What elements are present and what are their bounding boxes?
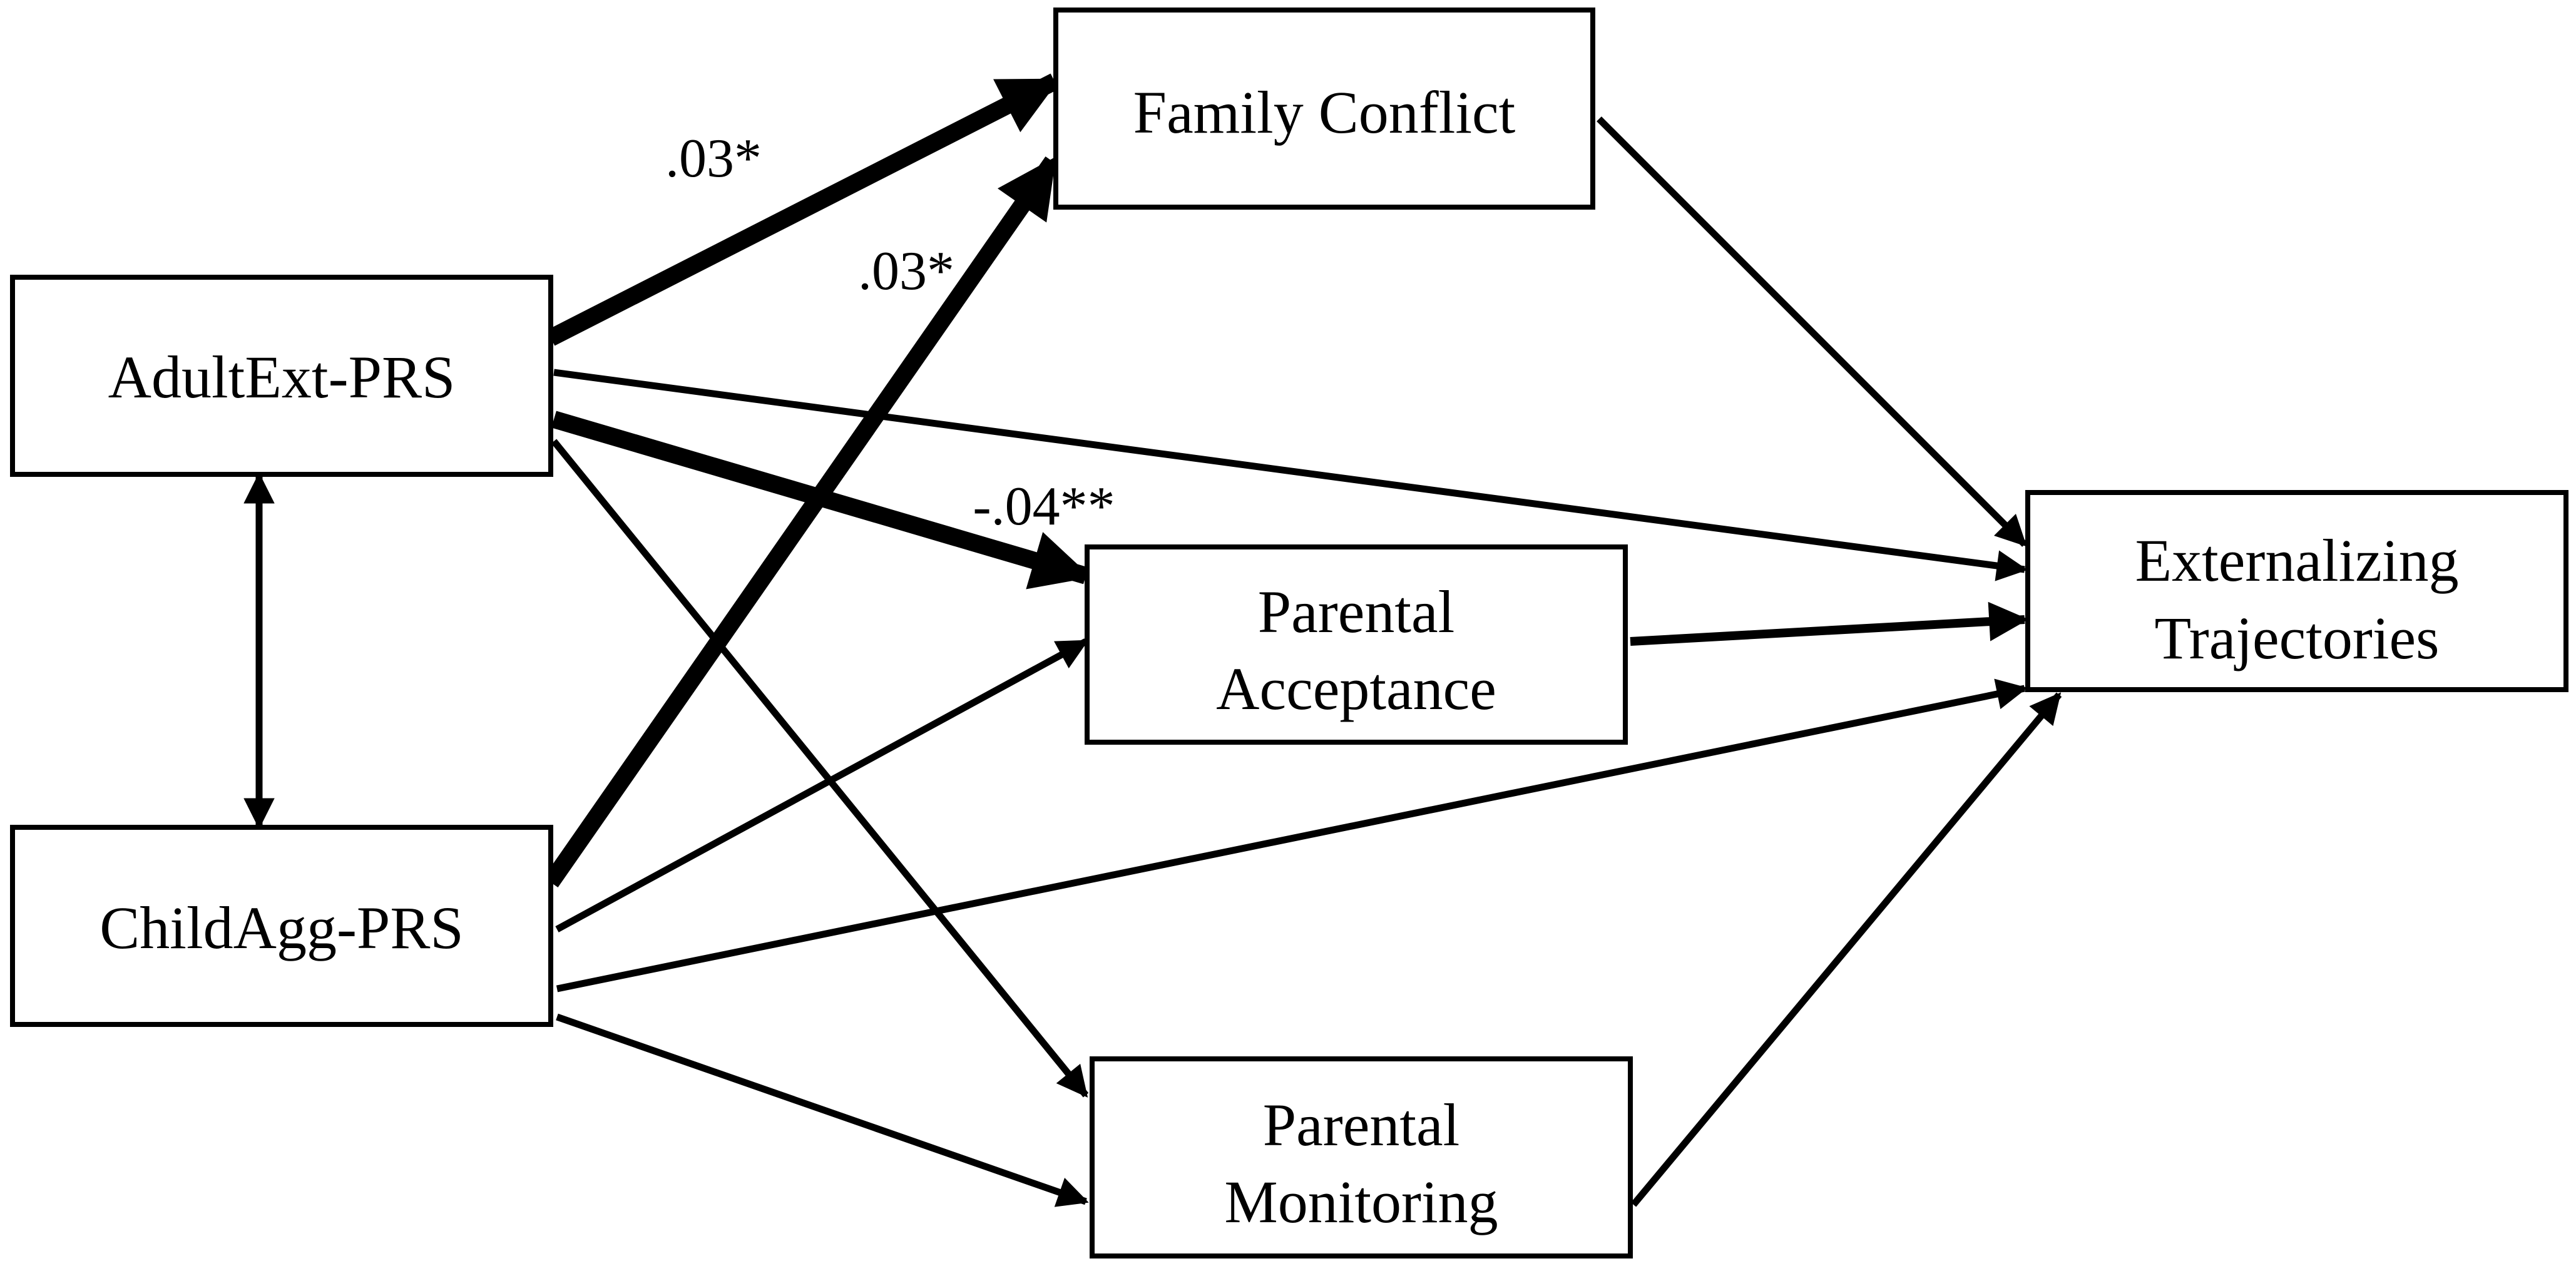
node-parental-monitoring: Parental Monitoring bbox=[1090, 1056, 1633, 1258]
node-child-agg-prs: ChildAgg-PRS bbox=[10, 825, 553, 1027]
node-label-line-1: Parental bbox=[1263, 1091, 1460, 1158]
node-label: ChildAgg-PRS bbox=[100, 894, 463, 961]
node-externalizing-trajectories: Externalizing Trajectories bbox=[2025, 490, 2568, 692]
path-child-to-family-conflict bbox=[543, 156, 1060, 887]
path-adult-to-parental-acceptance bbox=[551, 411, 1092, 590]
node-family-conflict: Family Conflict bbox=[1053, 8, 1595, 210]
node-label: AdultExt-PRS bbox=[108, 344, 456, 411]
node-label: Family Conflict bbox=[1133, 79, 1516, 146]
node-box bbox=[2025, 490, 2568, 692]
path-adult-to-family-conflict bbox=[546, 73, 1060, 346]
node-parental-acceptance: Parental Acceptance bbox=[1085, 544, 1628, 745]
path-parental-acceptance-to-externalizing bbox=[1630, 601, 2029, 646]
node-label-line-1: Parental bbox=[1258, 578, 1455, 645]
coef-adult-to-family-conflict: .03* bbox=[665, 128, 762, 189]
path-adult-to-parental-monitoring bbox=[551, 439, 1089, 1098]
paths bbox=[243, 73, 2062, 1207]
coef-adult-to-parental-acceptance: -.04** bbox=[973, 476, 1115, 537]
node-box bbox=[10, 825, 553, 1027]
node-label-line-2: Acceptance bbox=[1216, 655, 1496, 722]
path-child-to-parental-monitoring bbox=[556, 1013, 1089, 1207]
node-box bbox=[10, 275, 553, 477]
path-family-conflict-to-externalizing bbox=[1597, 116, 2027, 547]
node-box bbox=[1085, 544, 1628, 745]
node-label-line-2: Trajectories bbox=[2154, 605, 2439, 671]
path-child-to-parental-acceptance bbox=[555, 638, 1089, 932]
node-adult-ext-prs: AdultExt-PRS bbox=[10, 275, 553, 477]
path-adult-to-externalizing bbox=[553, 369, 2028, 581]
path-child-to-externalizing bbox=[556, 678, 2028, 993]
node-box bbox=[1090, 1056, 1633, 1258]
node-box bbox=[1053, 8, 1595, 210]
node-label-line-1: Externalizing bbox=[2135, 527, 2458, 594]
node-label-line-2: Monitoring bbox=[1224, 1168, 1498, 1235]
path-parental-monitoring-to-externalizing bbox=[1630, 692, 2062, 1207]
coef-child-to-family-conflict: .03* bbox=[858, 241, 954, 302]
